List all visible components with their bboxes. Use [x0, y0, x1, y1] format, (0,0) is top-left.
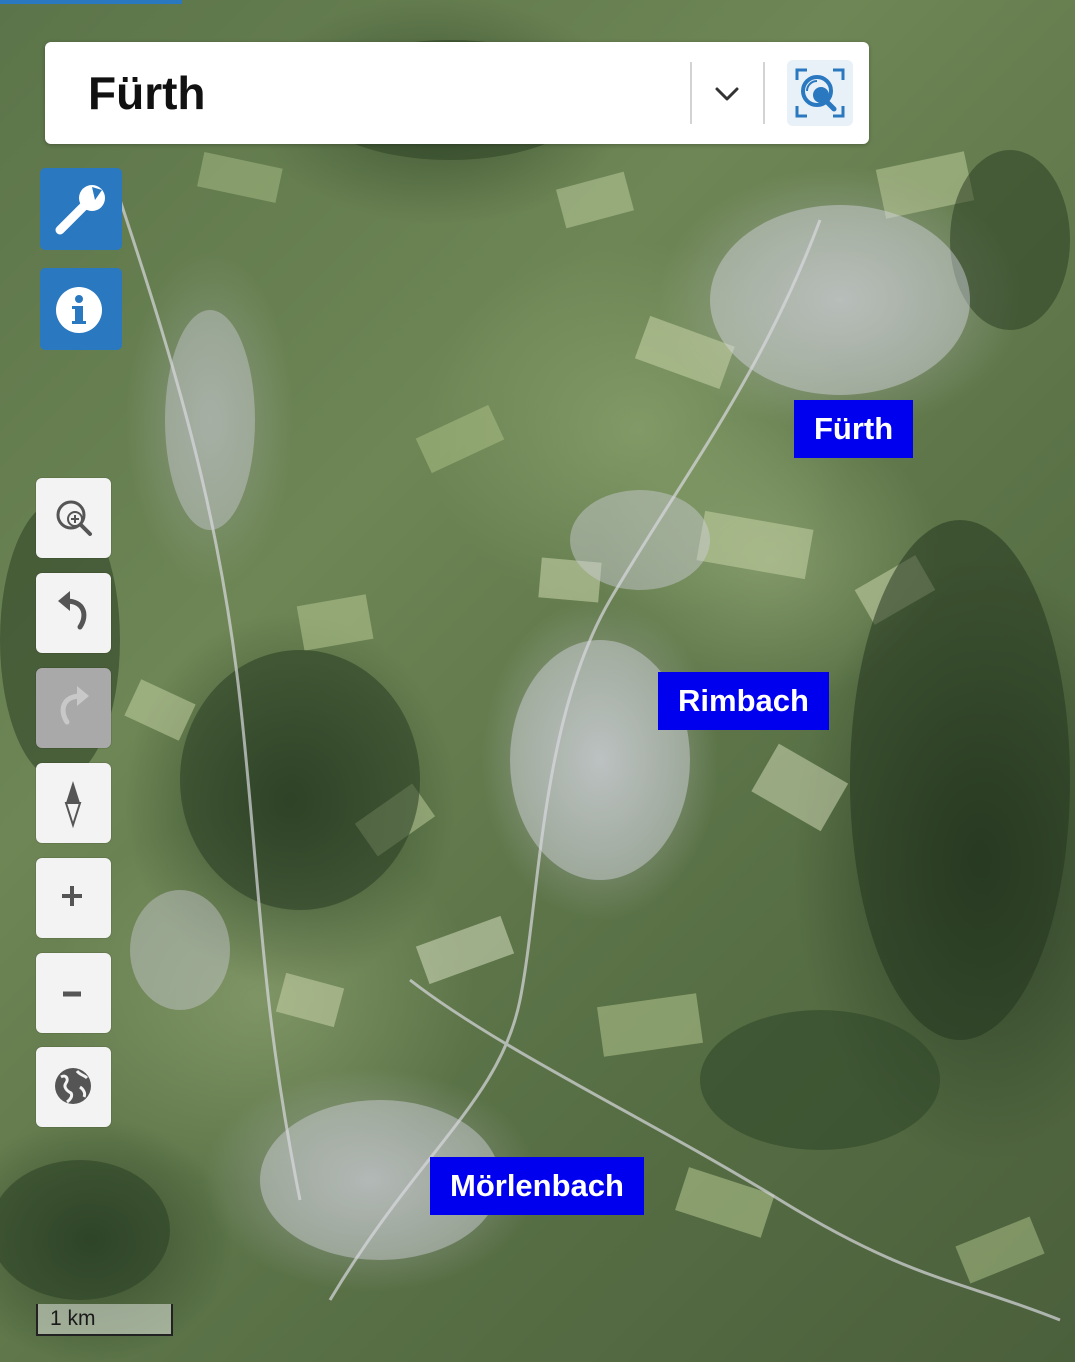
scale-label: 1 km — [50, 1307, 96, 1330]
zoom-out-button[interactable] — [36, 953, 111, 1033]
redo-icon — [60, 686, 89, 725]
redo-view-button[interactable] — [36, 668, 111, 748]
scale-bar: 1 km — [36, 1304, 173, 1336]
zoom-search-icon — [795, 68, 845, 118]
compass-icon — [64, 781, 82, 829]
undo-icon — [58, 591, 87, 630]
place-label-rimbach[interactable]: Rimbach — [658, 672, 829, 730]
zoom-in-button[interactable] — [36, 858, 111, 938]
divider — [690, 62, 692, 124]
info-button[interactable] — [40, 268, 122, 350]
zoom-search-button[interactable] — [787, 60, 853, 126]
place-label-moerlenbach[interactable]: Mörlenbach — [430, 1157, 644, 1215]
plus-icon — [62, 886, 82, 906]
tools-button[interactable] — [40, 168, 122, 250]
zoom-extent-button[interactable] — [36, 478, 111, 558]
divider — [763, 62, 765, 124]
basemap-button[interactable] — [36, 1047, 111, 1127]
info-icon — [56, 287, 102, 333]
dropdown-button[interactable] — [700, 68, 754, 118]
compass-button[interactable] — [36, 763, 111, 843]
loading-bar — [0, 0, 182, 4]
zoom-extent-icon — [56, 500, 92, 536]
minus-icon — [63, 991, 81, 997]
search-input[interactable] — [88, 66, 678, 120]
globe-icon — [55, 1068, 91, 1104]
search-bar — [45, 42, 869, 144]
undo-view-button[interactable] — [36, 573, 111, 653]
chevron-down-icon — [715, 87, 739, 101]
wrench-icon — [55, 185, 105, 235]
place-label-fuerth[interactable]: Fürth — [794, 400, 914, 458]
